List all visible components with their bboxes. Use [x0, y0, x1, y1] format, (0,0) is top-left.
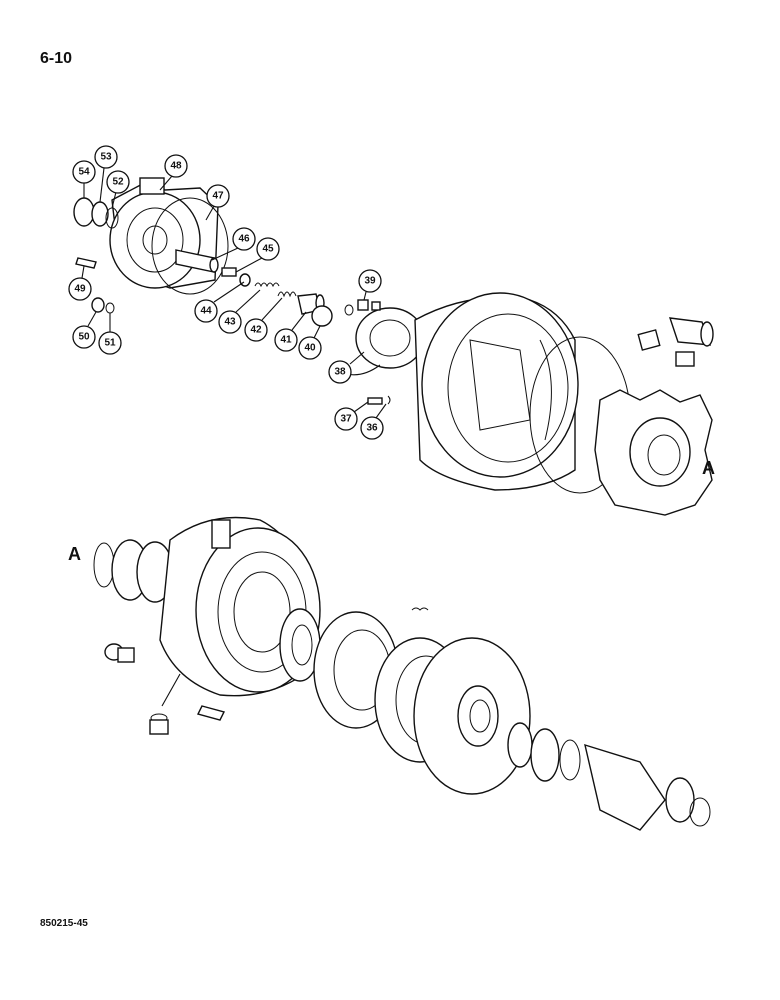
svg-text:37: 37: [340, 414, 352, 425]
reference-mark-a-lower: A: [68, 544, 81, 564]
shaft: [175, 249, 219, 273]
svg-text:53: 53: [100, 152, 112, 163]
lower-assembly: A: [68, 516, 711, 831]
svg-text:40: 40: [304, 343, 316, 354]
valve-parts: [221, 267, 354, 327]
top-right-fittings: [637, 317, 714, 367]
figure-code: 850215-45: [40, 918, 88, 929]
callout-41: 41: [274, 311, 307, 352]
callout-48: 48: [159, 154, 188, 191]
ring-gear: [279, 608, 321, 682]
callout-53: 53: [94, 145, 118, 203]
drum-housing: [414, 292, 579, 491]
callout-46: 46: [211, 227, 256, 261]
check-valve: [357, 299, 381, 311]
svg-text:46: 46: [238, 234, 250, 245]
callout-38: 38: [328, 351, 365, 384]
input-bearing: [93, 539, 174, 603]
svg-text:49: 49: [74, 284, 86, 295]
svg-text:45: 45: [262, 244, 274, 255]
svg-text:50: 50: [78, 332, 90, 343]
callout-50: 50: [72, 311, 97, 349]
sleeve-parts: [73, 197, 119, 229]
callout-54: 54: [72, 160, 96, 198]
valve-plate: [355, 307, 425, 369]
reference-mark-a-upper: A: [702, 458, 715, 478]
svg-text:39: 39: [364, 276, 376, 287]
callout-45: 45: [235, 237, 280, 273]
output-shaft: [507, 722, 711, 831]
callout-36: 36: [360, 403, 387, 440]
svg-text:52: 52: [112, 177, 124, 188]
callout-43: 43: [218, 289, 261, 334]
svg-text:38: 38: [334, 367, 346, 378]
motor-housing: [109, 177, 219, 289]
svg-text:54: 54: [78, 167, 90, 178]
callout-37: 37: [334, 401, 369, 431]
svg-text:36: 36: [366, 423, 378, 434]
svg-text:42: 42: [250, 325, 262, 336]
callout-47: 47: [205, 184, 230, 221]
callout-44: 44: [194, 281, 245, 323]
page-number: 6-10: [40, 50, 73, 67]
upper-assembly: A: [73, 177, 715, 516]
drain-plugs: [104, 643, 226, 735]
svg-text:41: 41: [280, 335, 292, 346]
bearing-plate: [413, 637, 531, 795]
coupling-star: [594, 389, 713, 516]
callout-49: 49: [68, 265, 92, 301]
svg-text:47: 47: [212, 191, 224, 202]
svg-text:48: 48: [170, 161, 182, 172]
callout-52: 52: [106, 170, 130, 209]
svg-text:44: 44: [200, 306, 212, 317]
callout-39: 39: [358, 269, 382, 301]
gasket: [151, 197, 229, 295]
callout-40: 40: [298, 325, 322, 360]
svg-text:43: 43: [224, 317, 236, 328]
svg-text:51: 51: [104, 338, 116, 349]
callout-51: 51: [98, 313, 122, 355]
callout-42: 42: [244, 297, 283, 342]
